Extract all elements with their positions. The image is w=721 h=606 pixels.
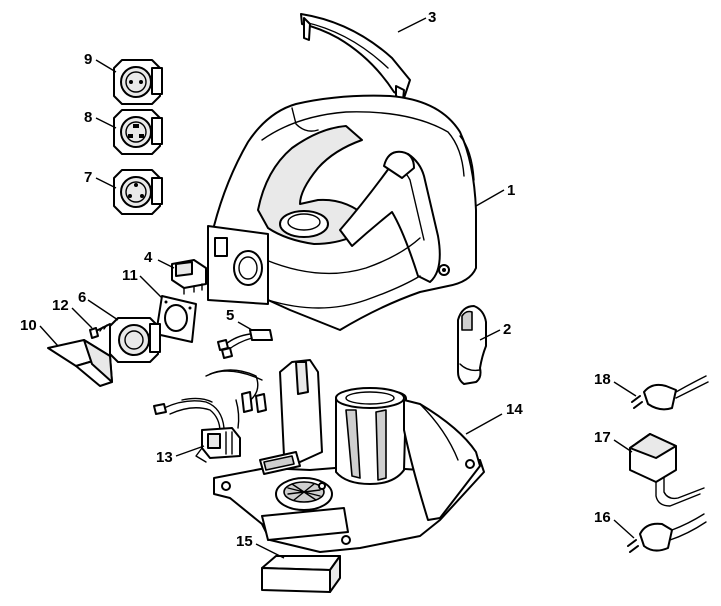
callout-17: 17: [594, 429, 611, 446]
socket-6-part: [109, 317, 161, 363]
callout-5: 5: [226, 307, 234, 324]
callout-3: 3: [428, 9, 436, 26]
screw-part: [89, 323, 111, 339]
plug-cover-part: [47, 339, 113, 387]
callout-10: 10: [20, 317, 37, 334]
callout-4: 4: [144, 249, 153, 266]
filter-pad-part: [261, 555, 341, 593]
socket-7-part: [113, 169, 163, 215]
callout-18: 18: [594, 371, 611, 388]
socket-9-part: [113, 59, 163, 105]
wire-set-part: [153, 369, 267, 433]
power-plug-18-part: [631, 375, 709, 411]
callout-11: 11: [122, 267, 138, 284]
terminal-block-part: [195, 427, 241, 463]
side-clip-part: [457, 305, 487, 385]
base-housing-part: [213, 359, 485, 553]
callout-14: 14: [506, 401, 523, 418]
callout-16: 16: [594, 509, 611, 526]
handle-cover-part: [300, 13, 411, 101]
callout-2: 2: [503, 321, 511, 338]
leader-lines: [39, 17, 637, 559]
callout-1: 1: [507, 182, 515, 199]
callout-6: 6: [78, 289, 86, 306]
wire-connector-part: [217, 329, 273, 359]
callout-7: 7: [84, 169, 92, 186]
callout-9: 9: [84, 51, 92, 68]
housing-cover-part: [207, 94, 477, 331]
socket-8-part: [113, 109, 163, 155]
gasket-part: [155, 295, 197, 343]
uk-plug-17-part: [629, 433, 705, 507]
callout-15: 15: [236, 533, 253, 550]
callout-13: 13: [156, 449, 173, 466]
callout-8: 8: [84, 109, 92, 126]
power-plug-16-part: [627, 513, 707, 553]
rocker-switch-part: [171, 259, 207, 295]
callout-12: 12: [52, 297, 69, 314]
